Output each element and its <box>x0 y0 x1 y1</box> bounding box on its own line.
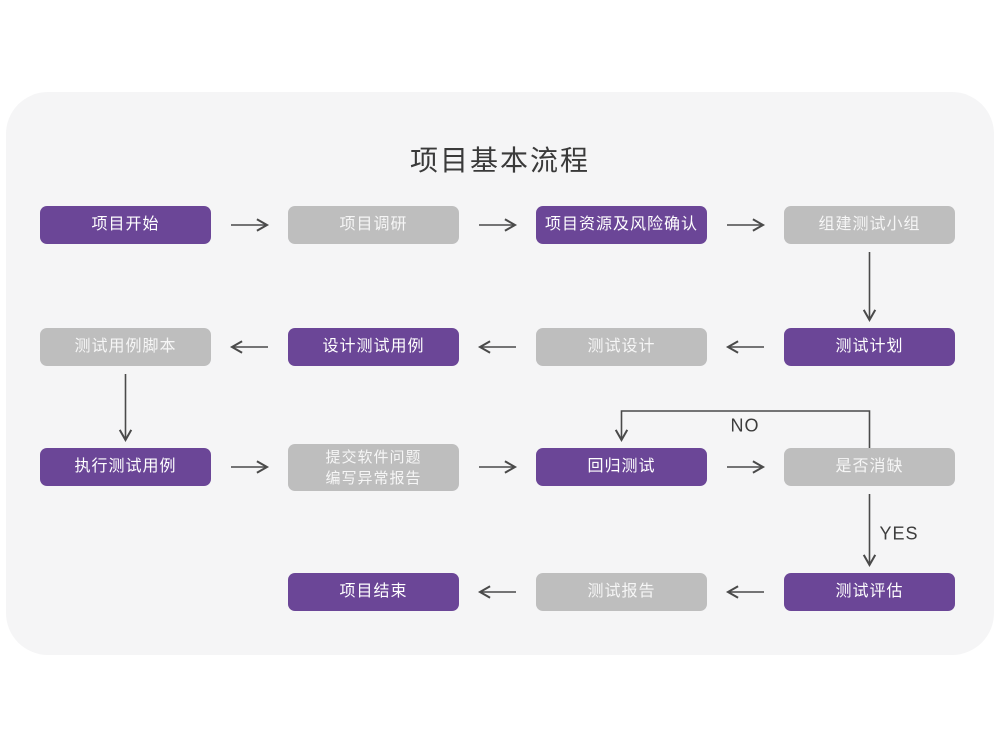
node-project-research: 项目调研 <box>288 206 459 244</box>
node-build-test-team: 组建测试小组 <box>784 206 955 244</box>
flowchart-card <box>6 92 994 655</box>
node-test-case-scripts: 测试用例脚本 <box>40 328 211 366</box>
branch-label-no: NO <box>730 415 760 436</box>
node-defect-cleared-check: 是否消缺 <box>784 448 955 486</box>
node-resource-risk-confirm: 项目资源及风险确认 <box>536 206 707 244</box>
submit-issues-line1: 提交软件问题 <box>325 448 422 466</box>
node-regression-test: 回归测试 <box>536 448 707 486</box>
node-test-plan: 测试计划 <box>784 328 955 366</box>
node-test-report: 测试报告 <box>536 573 707 611</box>
node-project-start: 项目开始 <box>40 206 211 244</box>
node-design-test-cases: 设计测试用例 <box>288 328 459 366</box>
node-execute-test-cases: 执行测试用例 <box>40 448 211 486</box>
node-project-end: 项目结束 <box>288 573 459 611</box>
node-submit-issues-report: 提交软件问题 编写异常报告 <box>288 444 459 491</box>
node-test-design: 测试设计 <box>536 328 707 366</box>
node-test-evaluation: 测试评估 <box>784 573 955 611</box>
submit-issues-line2: 编写异常报告 <box>325 469 422 487</box>
page-title: 项目基本流程 <box>409 145 590 176</box>
branch-label-yes: YES <box>879 523 919 544</box>
